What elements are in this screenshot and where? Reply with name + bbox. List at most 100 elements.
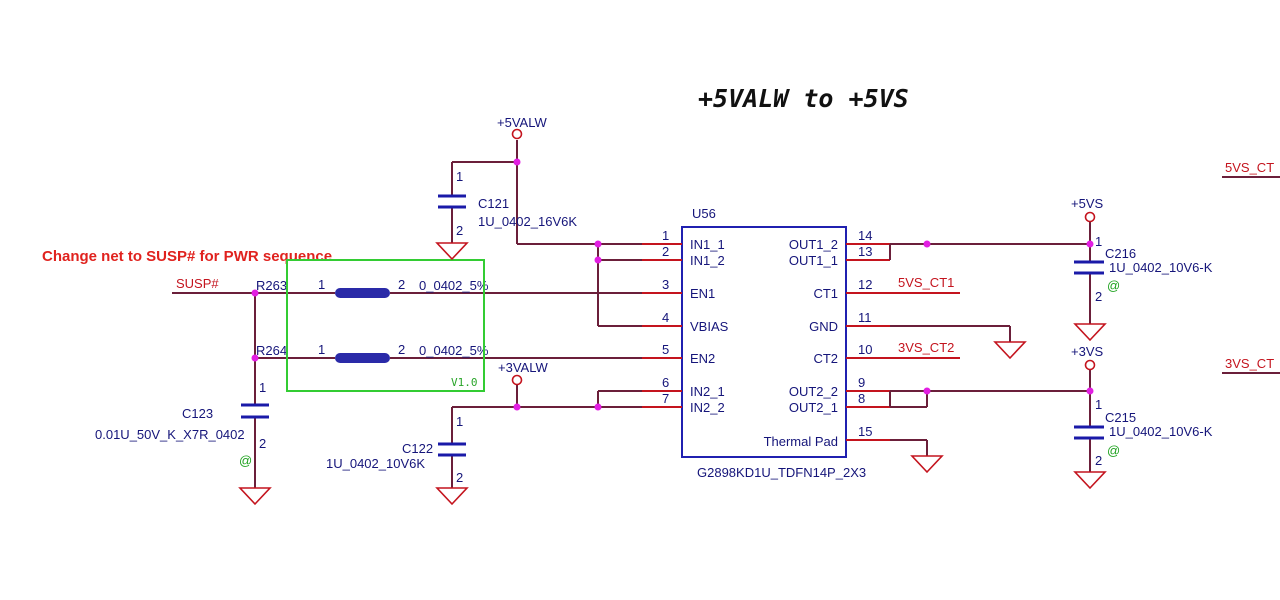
pin-num-3: 3	[662, 277, 669, 292]
c122-value: 1U_0402_10V6K	[326, 456, 425, 471]
pin-name-in2-2: IN2_2	[690, 400, 725, 415]
r263-ref: R263	[256, 278, 287, 293]
pin-name-vbias: VBIAS	[690, 319, 729, 334]
c216-ref: C216	[1105, 246, 1136, 261]
pin-num-15: 15	[858, 424, 872, 439]
c215-pin1: 1	[1095, 397, 1102, 412]
pin-num-2: 2	[662, 244, 669, 259]
r264-pin2: 2	[398, 342, 405, 357]
ground-c121-icon	[435, 242, 469, 261]
c216-pin2: 2	[1095, 289, 1102, 304]
net-5valw: +5VALW	[497, 115, 547, 130]
pin-num-14: 14	[858, 228, 872, 243]
pin-num-9: 9	[858, 375, 865, 390]
pin-name-out2-1: OUT2_1	[789, 400, 838, 415]
ground-thermal-pad-icon	[910, 455, 944, 474]
pin-name-en1: EN1	[690, 286, 715, 301]
r264-ref: R264	[256, 343, 287, 358]
net-5vs: +5VS	[1071, 196, 1103, 211]
c123-mark: @	[239, 453, 252, 468]
pin-num-5: 5	[662, 342, 669, 357]
net-3valw: +3VALW	[498, 360, 548, 375]
capacitor-c215	[1074, 425, 1104, 440]
capacitor-c121	[438, 194, 466, 209]
c123-pin1: 1	[259, 380, 266, 395]
r264-value: 0_0402_5%	[419, 343, 489, 358]
pin-num-10: 10	[858, 342, 872, 357]
ground-c215-icon	[1073, 471, 1107, 490]
change-note: Change net to SUSP# for PWR sequence	[42, 248, 332, 265]
ic-u56-body	[681, 226, 847, 458]
ic-left-pin-lines	[642, 243, 682, 408]
capacitor-c123	[241, 403, 269, 419]
pin-num-8: 8	[858, 391, 865, 406]
pin-name-en2: EN2	[690, 351, 715, 366]
pin-num-13: 13	[858, 244, 872, 259]
pin-num-6: 6	[662, 375, 669, 390]
page-title: +5VALW to +5VS	[698, 84, 909, 113]
c121-pin1: 1	[456, 169, 463, 184]
c122-ref: C122	[402, 441, 433, 456]
pin-name-gnd: GND	[809, 319, 838, 334]
ground-gnd-pin-icon	[993, 341, 1027, 360]
wires	[172, 140, 1280, 488]
c121-pin2: 2	[456, 223, 463, 238]
net-susp: SUSP#	[176, 276, 219, 291]
box-version: V1.0	[451, 376, 478, 389]
c215-ref: C215	[1105, 410, 1136, 425]
c121-value: 1U_0402_16V6K	[478, 214, 577, 229]
c216-mark: @	[1107, 278, 1120, 293]
ic-ref: U56	[692, 206, 716, 221]
pwr-5valw-symbol	[511, 128, 523, 140]
resistor-r263	[335, 288, 390, 298]
pin-name-in1-2: IN1_2	[690, 253, 725, 268]
pin-name-ct1: CT1	[813, 286, 838, 301]
pin-num-1: 1	[662, 228, 669, 243]
c216-value: 1U_0402_10V6-K	[1109, 260, 1213, 275]
pwr-5vs-symbol	[1084, 211, 1096, 223]
r263-pin1: 1	[318, 277, 325, 292]
c123-pin2: 2	[259, 436, 266, 451]
net-3vs-ct2: 3VS_CT2	[898, 340, 954, 355]
highlight-box	[286, 259, 485, 392]
net-5vs-ct1: 5VS_CT1	[898, 275, 954, 290]
pwr-3valw-symbol	[511, 374, 523, 386]
pin-name-out1-1: OUT1_1	[789, 253, 838, 268]
pin-num-7: 7	[662, 391, 669, 406]
net-edge-5vs-ct: 5VS_CT	[1225, 160, 1274, 175]
pin-num-12: 12	[858, 277, 872, 292]
ic-right-pin-lines	[846, 243, 960, 441]
c121-ref: C121	[478, 196, 509, 211]
c122-pin2: 2	[456, 470, 463, 485]
pin-num-11: 11	[858, 310, 872, 325]
pwr-3vs-symbol	[1084, 359, 1096, 371]
c123-value: 0.01U_50V_K_X7R_0402	[95, 427, 245, 442]
ground-c122-icon	[435, 487, 469, 506]
c122-pin1: 1	[456, 414, 463, 429]
c123-ref: C123	[182, 406, 213, 421]
pin-name-ct2: CT2	[813, 351, 838, 366]
junctions	[251, 158, 1094, 411]
capacitor-c122	[438, 442, 466, 457]
capacitor-c216	[1074, 260, 1104, 275]
ic-part: G2898KD1U_TDFN14P_2X3	[697, 465, 866, 480]
r263-pin2: 2	[398, 277, 405, 292]
ground-c216-icon	[1073, 323, 1107, 342]
resistor-r264	[335, 353, 390, 363]
ground-c123-icon	[238, 487, 272, 506]
net-3vs: +3VS	[1071, 344, 1103, 359]
c216-pin1: 1	[1095, 234, 1102, 249]
c215-mark: @	[1107, 443, 1120, 458]
pin-num-4: 4	[662, 310, 669, 325]
pin-name-out1-2: OUT1_2	[789, 237, 838, 252]
pin-name-thermal-pad: Thermal Pad	[764, 434, 838, 449]
r263-value: 0_0402_5%	[419, 278, 489, 293]
net-edge-3vs-ct: 3VS_CT	[1225, 356, 1274, 371]
pin-name-out2-2: OUT2_2	[789, 384, 838, 399]
pin-name-in2-1: IN2_1	[690, 384, 725, 399]
pin-name-in1-1: IN1_1	[690, 237, 725, 252]
c215-pin2: 2	[1095, 453, 1102, 468]
c215-value: 1U_0402_10V6-K	[1109, 424, 1213, 439]
r264-pin1: 1	[318, 342, 325, 357]
